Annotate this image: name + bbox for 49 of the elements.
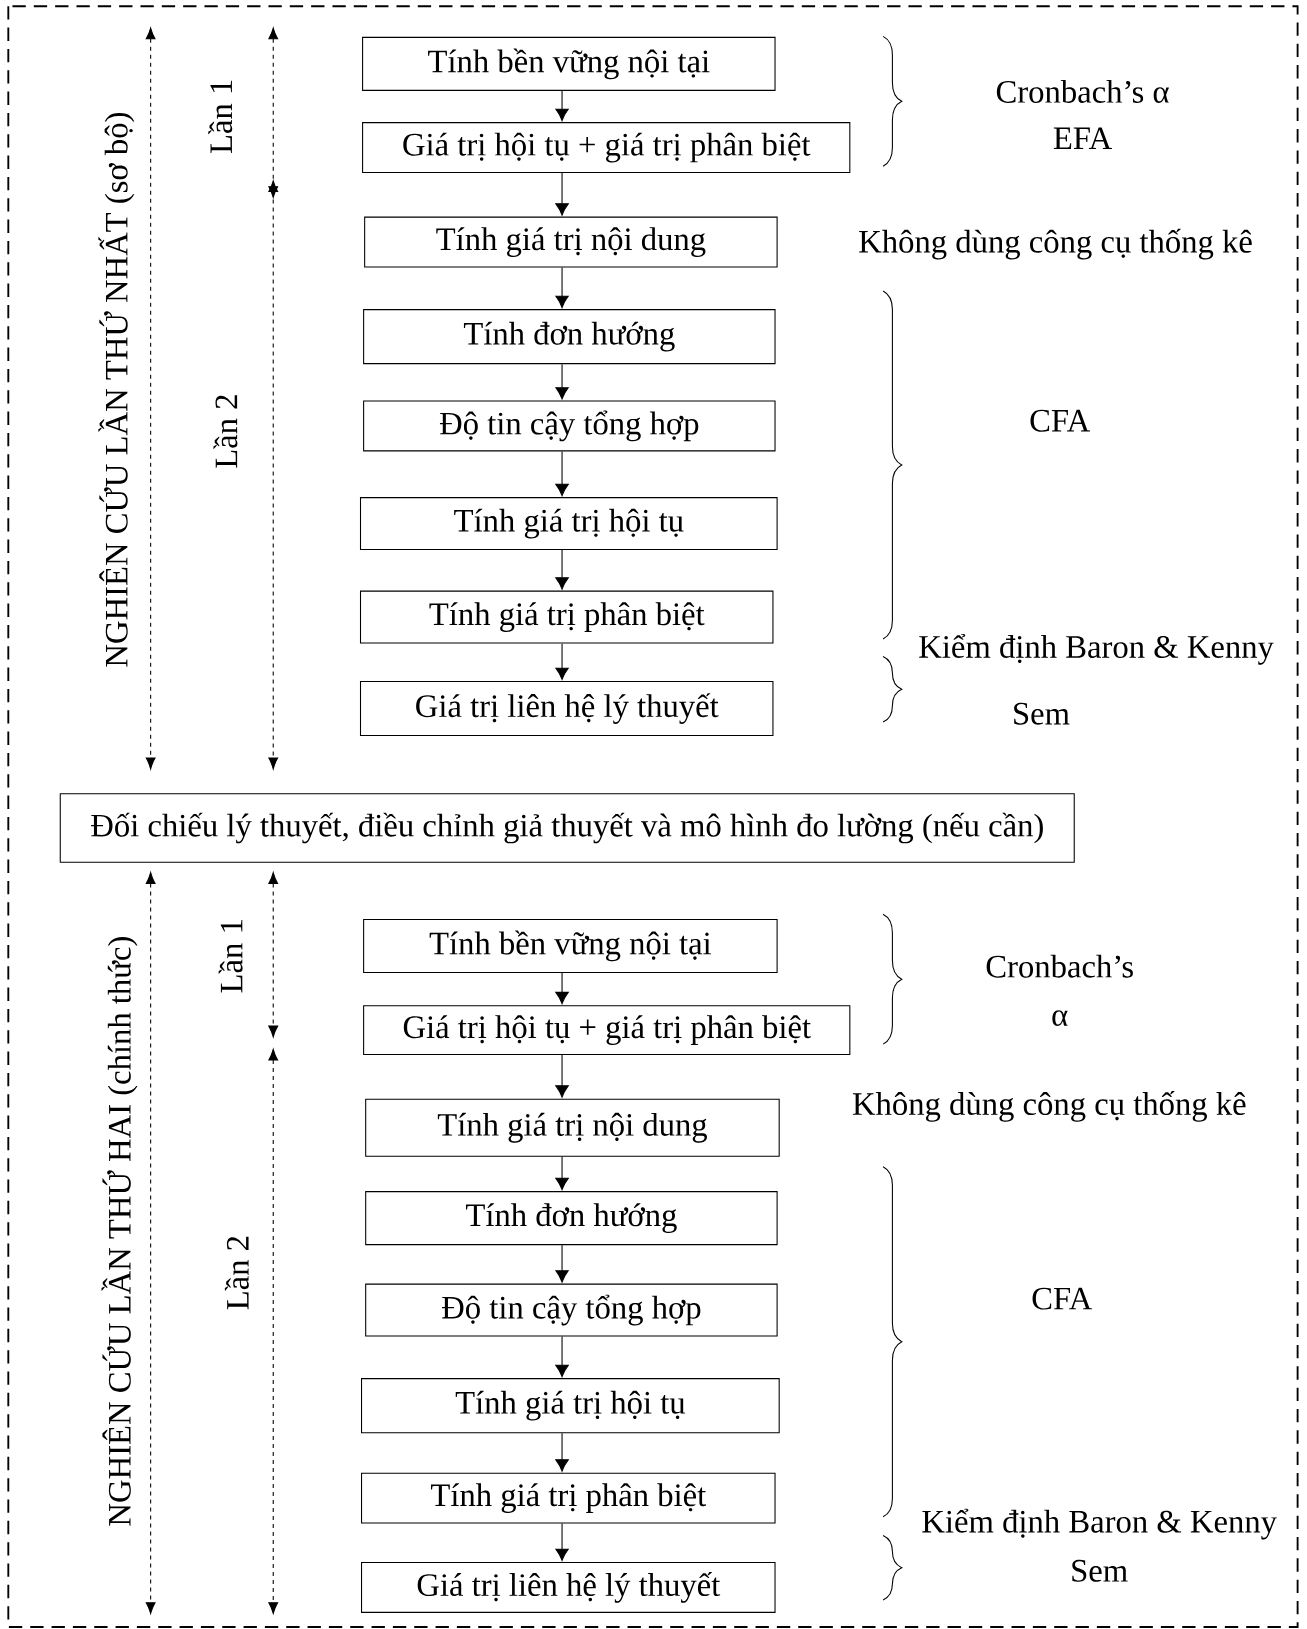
method-label: Kiểm định Baron & Kenny	[922, 1508, 1277, 1540]
process-box: Tính giá trị nội dung	[364, 216, 778, 268]
arrow	[555, 172, 569, 216]
arrow	[555, 1432, 569, 1472]
method-label: α	[1052, 1010, 1068, 1026]
process-box: Độ tin cậy tổng hợp	[363, 400, 776, 452]
side-label: Lần 1	[218, 920, 243, 993]
method-label: Không dùng công cụ thống kê	[859, 228, 1252, 260]
process-box: Tính giá trị phân biệt	[361, 1472, 776, 1524]
process-box: Tính giá trị nội dung	[365, 1098, 780, 1157]
side-label: NGHIÊN CỨU LẦN THỨ HAI (chính thức)	[101, 937, 138, 1526]
method-label: CFA	[1032, 1287, 1093, 1310]
method-label: Cronbach’s	[986, 954, 1133, 978]
process-box: Giá trị liên hệ lý thuyết	[361, 1562, 776, 1613]
method-label: Kiểm định Baron & Kenny	[919, 633, 1274, 665]
arrow	[555, 1054, 569, 1098]
method-label: EFA	[1053, 127, 1112, 149]
arrow	[555, 549, 569, 590]
method-label: CFA	[1030, 409, 1091, 432]
arrow	[555, 643, 569, 680]
side-label: Lần 2	[213, 395, 238, 468]
process-box: Giá trị liên hệ lý thuyết	[360, 681, 774, 737]
arrow	[555, 267, 569, 309]
method-label: Không dùng công cụ thống kê	[852, 1091, 1246, 1122]
method-label: Sem	[1014, 702, 1070, 725]
arrow	[555, 1523, 569, 1561]
process-box: Độ tin cậy tổng hợp	[365, 1283, 778, 1337]
method-label: Cronbach’s α	[996, 79, 1169, 103]
process-box: Giá trị hội tụ + giá trị phân biệt	[362, 122, 851, 173]
process-box: Tính giá trị hội tụ	[361, 1378, 780, 1434]
arrow	[555, 1244, 569, 1283]
arrow	[555, 90, 569, 122]
process-box: Tính bền vững nội tại	[363, 918, 778, 973]
process-box: Giá trị hội tụ + giá trị phân biệt	[363, 1005, 851, 1056]
process-box: Tính giá trị phân biệt	[360, 590, 774, 644]
process-box: Tính đơn hướng	[363, 309, 776, 365]
arrow	[555, 1336, 569, 1378]
side-label: Lần 1	[208, 80, 233, 154]
arrow	[555, 972, 569, 1005]
process-box: Tính bền vững nội tại	[362, 36, 776, 91]
process-box: Đối chiếu lý thuyết, điều chỉnh giả thuyết và mô hình đo lường (nếu cần)	[59, 793, 1075, 863]
side-label: Lần 2	[224, 1236, 249, 1310]
process-box: Tính giá trị hội tụ	[360, 497, 778, 551]
arrow	[555, 363, 569, 400]
arrow	[555, 450, 569, 497]
method-label: Sem	[1072, 1559, 1128, 1582]
side-label: NGHIÊN CỨU LẦN THỨ NHẤT (sơ bộ)	[98, 113, 135, 667]
process-box: Tính đơn hướng	[365, 1191, 778, 1246]
arrow	[555, 1156, 569, 1191]
